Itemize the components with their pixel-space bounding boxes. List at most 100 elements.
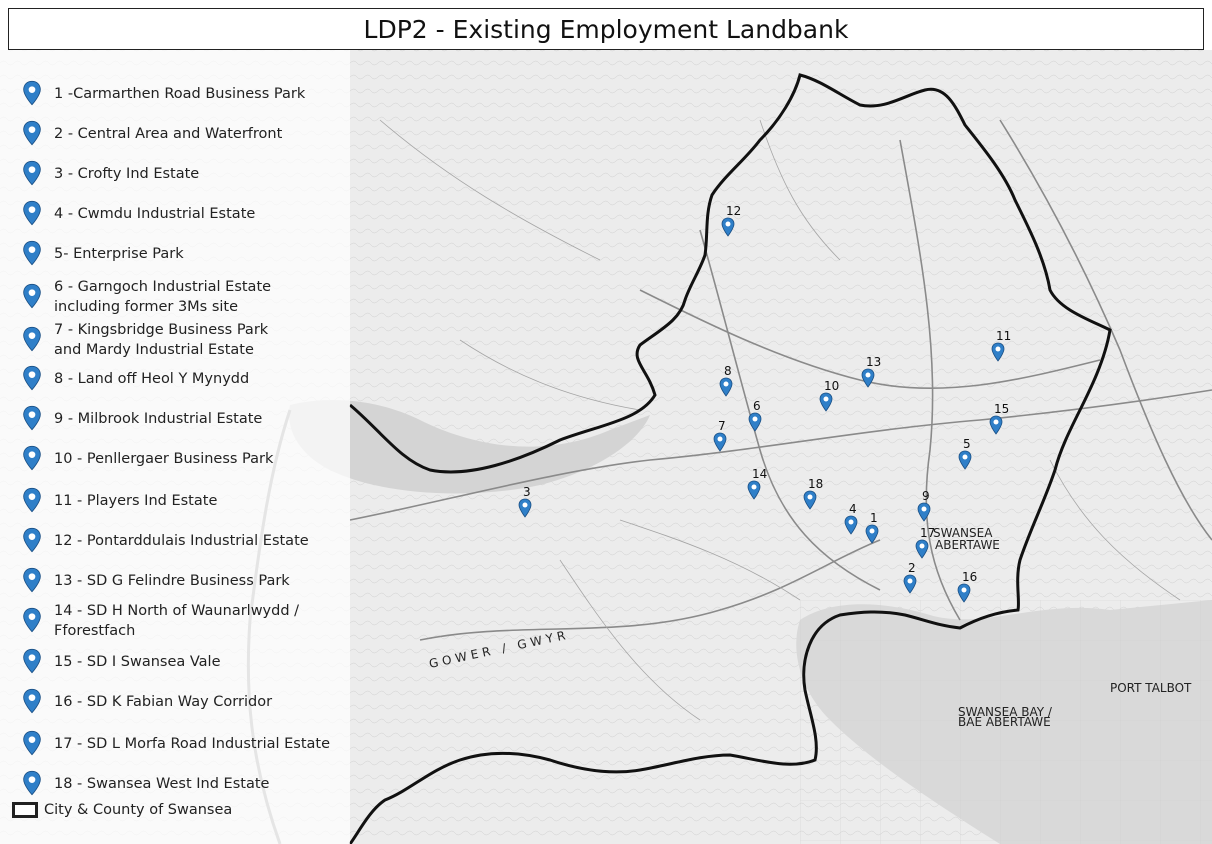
legend-label: 14 - SD H North of Waunarlwydd / Fforest… [54,603,300,639]
legend-label: 6 - Garngoch Industrial Estate including… [54,279,272,315]
site-marker[interactable]: 2 [903,561,917,594]
pin-dot [823,396,829,402]
map-pin-icon [713,432,727,452]
marker-label: 1 [870,511,878,525]
legend-item: 1 -Carmarthen Road Business Park [22,80,305,108]
legend-item: 14 - SD H North of Waunarlwydd / Fforest… [22,601,299,641]
legend-label: 15 - SD I Swansea Vale [54,654,221,670]
pin-dot [962,454,968,460]
legend-item: 18 - Swansea West Ind Estate [22,770,269,798]
legend-boundary-item: City & County of Swansea [12,802,232,818]
map-pin-icon [958,450,972,470]
pin-dot [921,506,927,512]
pin-dot [907,578,913,584]
legend-item: 11 - Players Ind Estate [22,487,217,515]
marker-label: 13 [866,355,881,369]
legend-label: 4 - Cwmdu Industrial Estate [54,206,256,222]
site-marker[interactable]: 9 [917,489,931,522]
map-pin-icon [22,648,46,676]
legend-item: 16 - SD K Fabian Way Corridor [22,688,272,716]
marker-label: 17 [920,526,935,540]
site-marker[interactable]: 4 [844,502,858,535]
legend-item: 4 - Cwmdu Industrial Estate [22,200,255,228]
pin-dot [751,484,757,490]
map-pin-icon [22,120,46,148]
legend-label: 12 - Pontarddulais Industrial Estate [54,533,309,549]
map-pin-icon [903,574,917,594]
map-pin-icon [991,342,1005,362]
pin-dot [919,543,925,549]
site-marker[interactable]: 16 [957,570,977,603]
site-marker[interactable]: 1 [865,511,879,544]
legend-label: 2 - Central Area and Waterfront [54,126,283,142]
legend-item: 8 - Land off Heol Y Mynydd [22,365,249,393]
map-pin-icon [748,412,762,432]
map-pin-icon [865,524,879,544]
place-port-talbot: PORT TALBOT [1110,681,1192,695]
road-network [349,119,1212,641]
legend-label: 3 - Crofty Ind Estate [54,166,200,182]
map-pin-icon [22,326,46,354]
minor-roads [379,119,1181,721]
site-marker[interactable]: 3 [518,485,532,518]
map-pin-icon [22,365,46,393]
site-marker[interactable]: 17 [915,526,935,559]
site-marker[interactable]: 10 [819,379,839,412]
map-pin-icon [22,160,46,188]
marker-label: 12 [726,204,741,218]
legend-item: 6 - Garngoch Industrial Estate including… [22,277,271,317]
place-abertawe: ABERTAWE [935,538,1000,552]
pin-dot [807,494,813,500]
marker-label: 2 [908,561,916,575]
map-pin-icon [989,415,1003,435]
marker-label: 8 [724,364,732,378]
map-pin-icon [22,770,46,798]
map-pin-icon [803,490,817,510]
map-pin-icon [915,539,929,559]
place-bae-abertawe: BAE ABERTAWE [958,715,1051,729]
pin-dot [995,346,1001,352]
county-boundary [348,73,1112,844]
map-pin-icon [844,515,858,535]
site-marker[interactable]: 14 [747,467,767,500]
marker-label: 10 [824,379,839,393]
site-marker[interactable]: 15 [989,402,1009,435]
site-markers: 12 11 13 8 10 15 67 5 14 18 3 9 41 17 2 16 [518,204,1011,603]
bay-grid [800,600,1212,844]
map-pin-icon [22,487,46,515]
legend-label: 17 - SD L Morfa Road Industrial Estate [54,736,331,752]
site-marker[interactable]: 13 [861,355,881,388]
site-marker[interactable]: 11 [991,329,1011,362]
legend-label: 13 - SD G Felindre Business Park [54,573,290,589]
site-marker[interactable]: 6 [748,399,762,432]
marker-label: 14 [752,467,767,481]
site-marker[interactable]: 7 [713,419,727,452]
legend-item: 5- Enterprise Park [22,240,184,268]
map-pin-icon [22,607,46,635]
legend: 1 -Carmarthen Road Business Park 2 - Cent… [0,50,350,844]
legend-item: 13 - SD G Felindre Business Park [22,567,290,595]
legend-label: 5- Enterprise Park [54,246,184,262]
map-pin-icon [22,445,46,473]
legend-item: 7 - Kingsbridge Business Park and Mardy … [22,320,268,360]
site-marker[interactable]: 12 [721,204,741,237]
map-pin-icon [721,217,735,237]
pin-dot [752,416,758,422]
legend-label: 8 - Land off Heol Y Mynydd [54,371,250,387]
marker-label: 9 [922,489,930,503]
map-pin-icon [747,480,761,500]
map-pin-icon [22,567,46,595]
pin-dot [725,221,731,227]
pin-dot [522,502,528,508]
marker-label: 11 [996,329,1011,343]
legend-label: 7 - Kingsbridge Business Park and Mardy … [54,322,269,358]
legend-item: 9 - Milbrook Industrial Estate [22,405,262,433]
site-marker[interactable]: 18 [803,477,823,510]
map-pin-icon [518,498,532,518]
site-marker[interactable]: 8 [719,364,733,397]
boundary-swatch-icon [12,802,38,818]
legend-item: 2 - Central Area and Waterfront [22,120,282,148]
site-marker[interactable]: 5 [958,437,972,470]
place-swansea-bay: SWANSEA BAY / [958,705,1053,719]
